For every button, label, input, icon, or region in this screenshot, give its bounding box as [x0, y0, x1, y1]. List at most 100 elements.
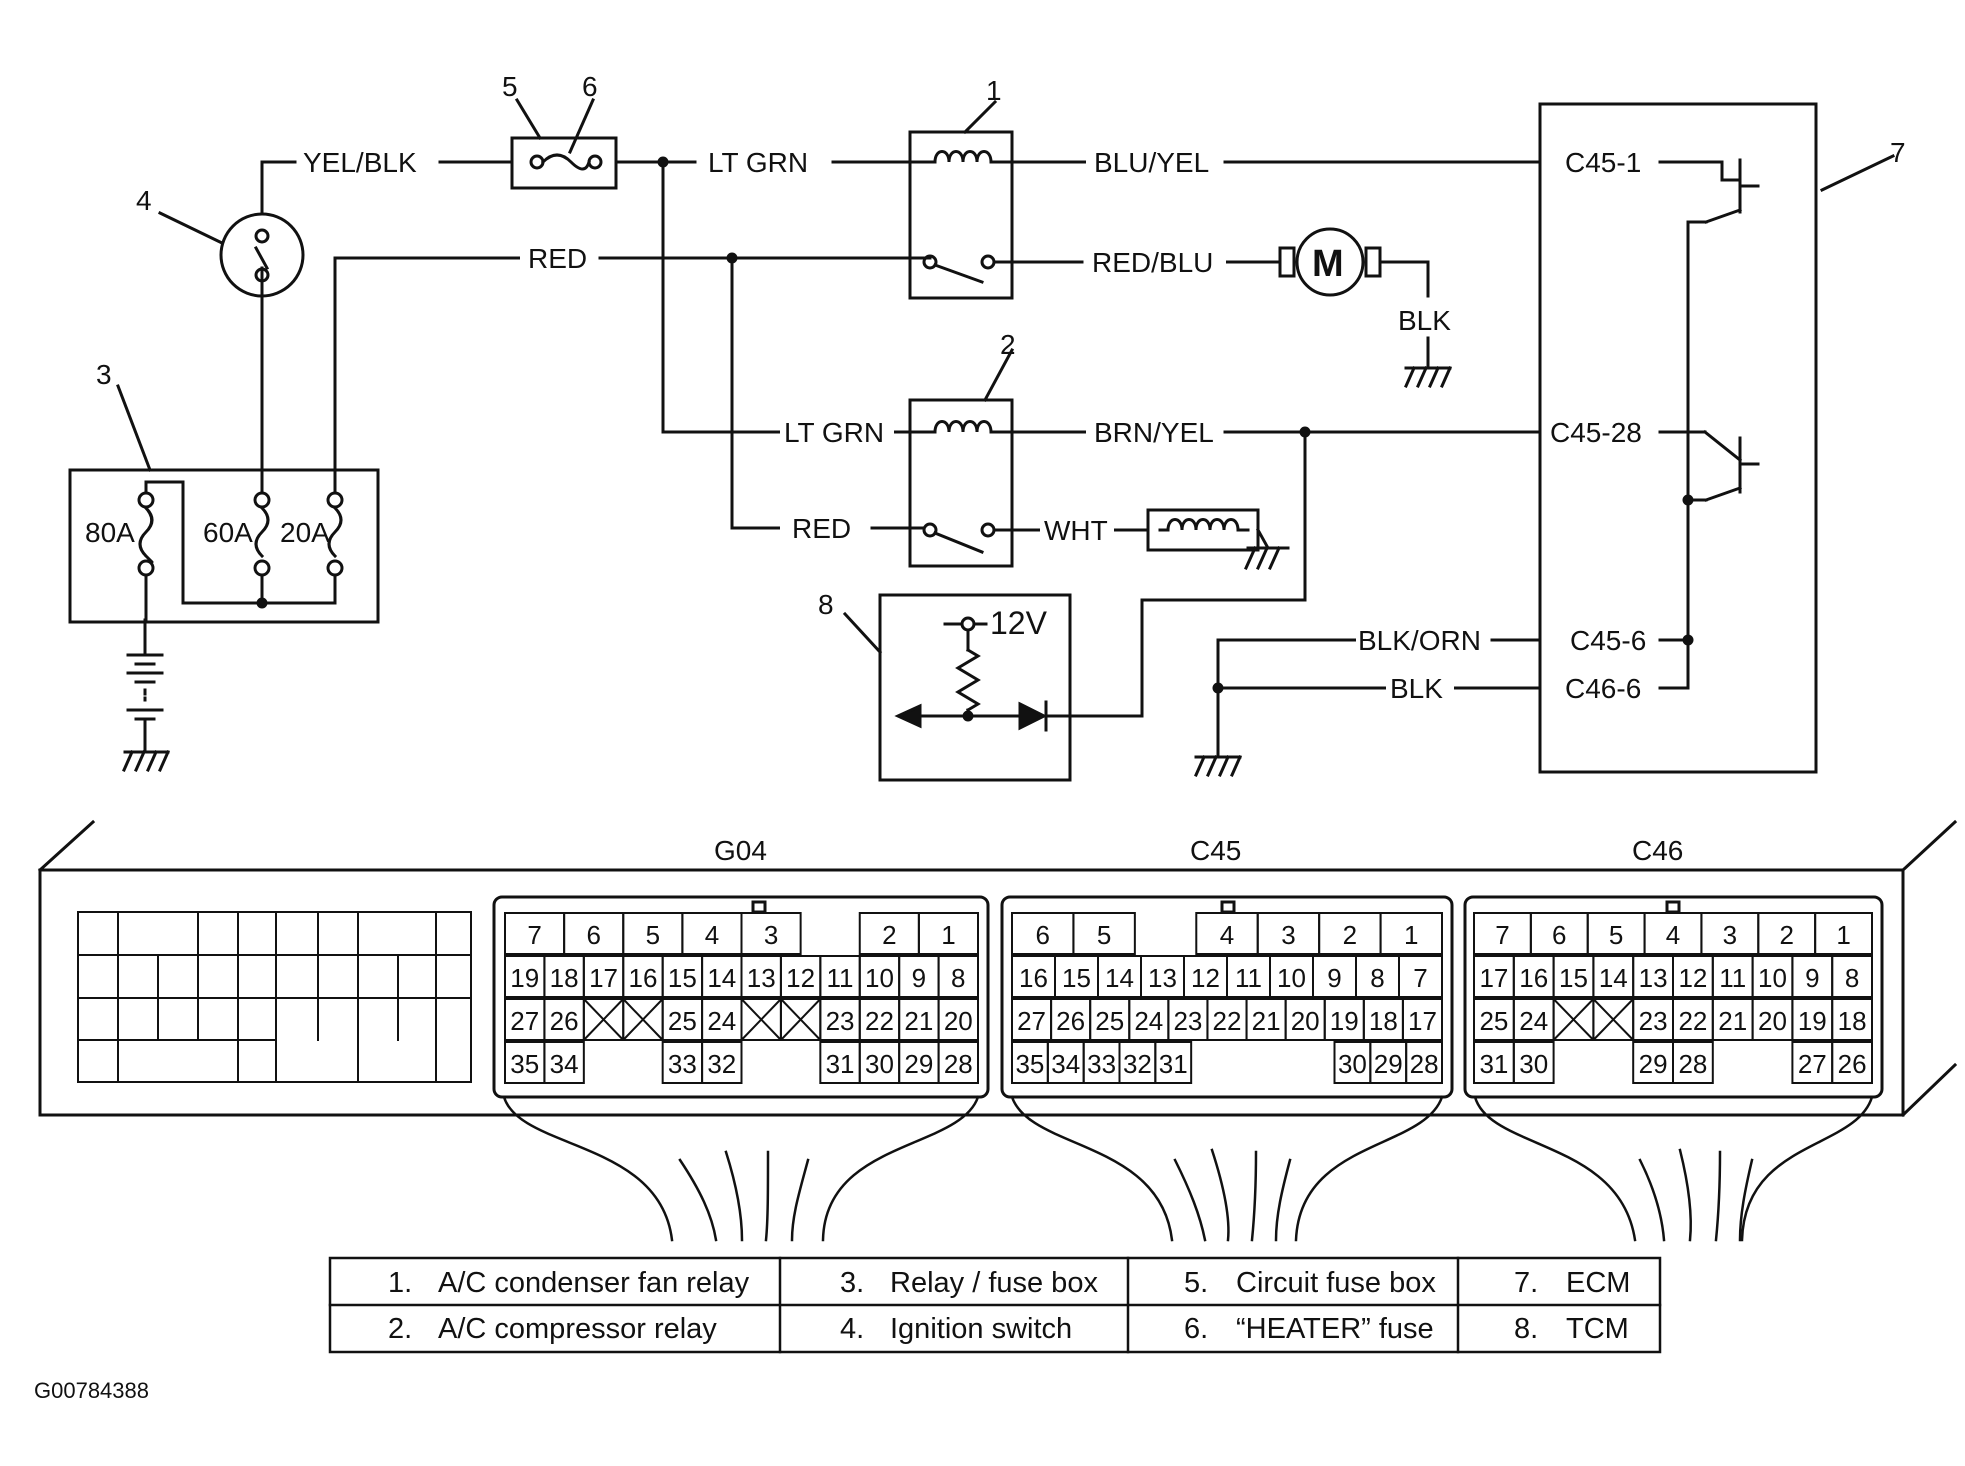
pin-number: 27	[510, 1006, 539, 1036]
pin-cell	[1814, 912, 1873, 955]
callout-1: 1	[986, 75, 1002, 106]
wire-label-red-top: RED	[528, 243, 587, 274]
pin-number: 9	[912, 963, 926, 993]
pin-cell	[1398, 955, 1443, 998]
pin-number: 15	[1062, 963, 1091, 993]
callout-8: 8	[818, 589, 834, 620]
pin-number: 19	[1798, 1006, 1827, 1036]
pin-number: 30	[1338, 1049, 1367, 1079]
pin-number: 11	[827, 963, 854, 993]
pin-number: 10	[1277, 963, 1306, 993]
pin-number: 21	[904, 1006, 933, 1036]
wire-label-lt-grn-top: LT GRN	[708, 147, 808, 178]
pin-number: 13	[747, 963, 776, 993]
pin-number: 23	[1639, 1006, 1668, 1036]
connector-name-g04: G04	[714, 835, 767, 866]
pin-number: 13	[1639, 963, 1668, 993]
pin-cell	[1831, 955, 1873, 998]
pin-number: 18	[550, 963, 579, 993]
compressor-relay	[908, 398, 1014, 568]
wire-label-yel-blk: YEL/BLK	[303, 147, 417, 178]
pin-number: 22	[1213, 1006, 1242, 1036]
fuse-label-20a: 20A	[280, 517, 330, 548]
pin-number: 8	[1370, 963, 1384, 993]
pin-number: 21	[1718, 1006, 1747, 1036]
pin-number: 30	[1519, 1049, 1548, 1079]
pin-number: 16	[1019, 963, 1048, 993]
pin-number: 22	[1678, 1006, 1707, 1036]
pin-cell	[1072, 912, 1136, 955]
pin-number: 1	[1404, 920, 1418, 950]
legend-num-8: 8.	[1514, 1313, 1538, 1345]
pin-number: 5	[1097, 920, 1111, 950]
ecm-pin-c46-6: C46-6	[1565, 673, 1641, 704]
ecm-transistor-2	[1658, 429, 1760, 506]
pin-number: 20	[944, 1006, 973, 1036]
pin-number: 20	[1291, 1006, 1320, 1036]
pin-number: 29	[1639, 1049, 1668, 1079]
pin-number: 6	[586, 920, 600, 950]
pin-number: 15	[1559, 963, 1588, 993]
legend-num-3: 3.	[840, 1267, 864, 1299]
legend-text-7: ECM	[1566, 1267, 1630, 1299]
connector-name-c45: C45	[1190, 835, 1241, 866]
pin-cell	[1672, 1041, 1714, 1084]
legend-text-4: Ignition switch	[890, 1313, 1072, 1345]
pin-number: 18	[1369, 1006, 1398, 1036]
pin-number: 26	[1838, 1049, 1867, 1079]
wire-label-brn-yel: BRN/YEL	[1094, 417, 1214, 448]
pin-number: 6	[1552, 920, 1566, 950]
pin-number: 26	[550, 1006, 579, 1036]
relay-fuse-box	[68, 468, 380, 624]
fuse-80a	[137, 480, 185, 622]
blocked-pin-mark	[622, 998, 664, 1041]
pin-cell	[937, 998, 979, 1041]
relay2-switch	[870, 522, 1014, 554]
pin-number: 23	[1173, 1006, 1202, 1036]
wire-label-blu-yel: BLU/YEL	[1094, 147, 1209, 178]
pin-number: 2	[1779, 920, 1793, 950]
legend-num-1: 1.	[388, 1267, 412, 1299]
wire-label-red-mid: RED	[792, 513, 851, 544]
blocked-pin-mark	[1552, 998, 1595, 1041]
pin-number: 6	[1035, 920, 1049, 950]
pin-number: 29	[1374, 1049, 1403, 1079]
pin-number: 14	[1105, 963, 1134, 993]
legend-text-3: Relay / fuse box	[890, 1267, 1098, 1299]
legend-text-8: TCM	[1566, 1313, 1629, 1345]
pin-number: 7	[527, 920, 541, 950]
pin-number: 12	[786, 963, 815, 993]
pin-number: 29	[904, 1049, 933, 1079]
legend-num-5: 5.	[1184, 1267, 1208, 1299]
callout-7: 7	[1890, 137, 1906, 168]
pin-cell	[1401, 998, 1443, 1041]
left-cavity-grid	[77, 911, 472, 1083]
fuse-20a	[326, 256, 344, 577]
pin-number: 31	[1159, 1049, 1188, 1079]
pin-number: 3	[1723, 920, 1737, 950]
fuse-60a	[253, 266, 271, 577]
connector-name-c46: C46	[1632, 835, 1683, 866]
ecu-connector-body	[37, 819, 1958, 1118]
legend-text-1: A/C condenser fan relay	[438, 1267, 750, 1299]
heater-fuse	[529, 153, 603, 171]
pin-number: 26	[1056, 1006, 1085, 1036]
pin-number: 10	[1758, 963, 1787, 993]
legend-num-7: 7.	[1514, 1267, 1538, 1299]
pin-number: 17	[1408, 1006, 1437, 1036]
motor-label: M	[1312, 243, 1344, 285]
pin-number: 25	[1095, 1006, 1124, 1036]
legend-table	[328, 1256, 1662, 1354]
pin-number: 3	[764, 920, 778, 950]
pin-number: 35	[1015, 1049, 1044, 1079]
battery-symbol	[126, 618, 164, 752]
pin-number: 18	[1838, 1006, 1867, 1036]
pin-number: 19	[1330, 1006, 1359, 1036]
pin-number: 34	[1051, 1049, 1080, 1079]
pin-number: 15	[668, 963, 697, 993]
ground-symbol-motor	[1404, 366, 1452, 388]
wire-label-red-blu: RED/BLU	[1092, 247, 1213, 278]
fuse-label-80a: 80A	[85, 517, 135, 548]
